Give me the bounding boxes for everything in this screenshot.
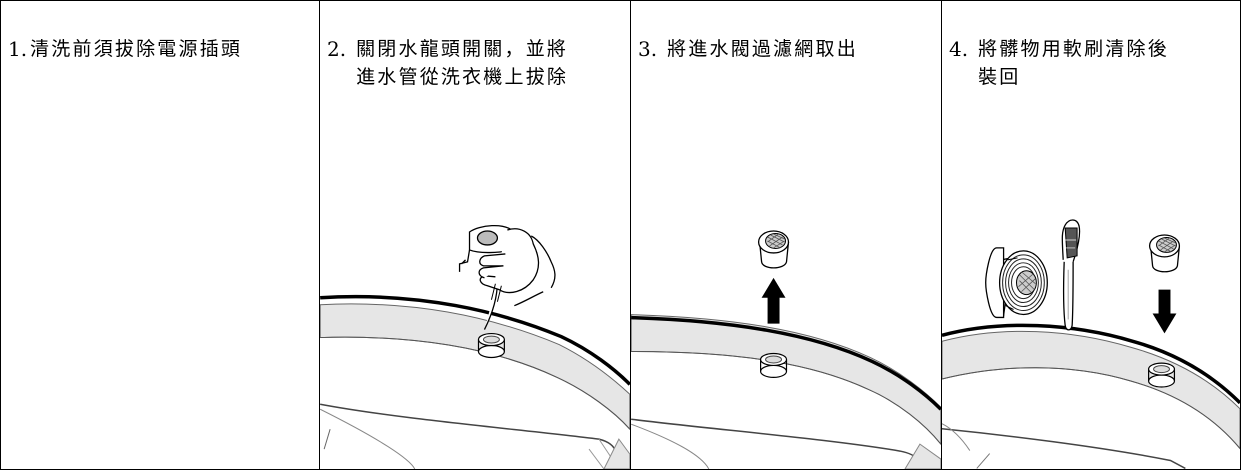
step-caption: 3. 將進水閥過濾網取出 [638, 35, 931, 63]
inlet-filter-screen-icon [757, 230, 790, 269]
step-number: 2. [327, 37, 347, 61]
step-panel-2: 2. 關閉水龍頭開關，並將 進水管從洗衣機上拔除 [319, 0, 630, 470]
step-panel-1: 1. 清洗前須拔除電源插頭 [0, 0, 319, 470]
step-number: 1. [8, 37, 28, 61]
step-text: 將髒物用軟刷清除後 裝回 [978, 38, 1169, 88]
arrow-up-icon [761, 277, 786, 324]
step-caption: 4. 將髒物用軟刷清除後 裝回 [949, 35, 1230, 91]
washer-tub-illustration [320, 225, 630, 469]
step-panel-4: 4. 將髒物用軟刷清除後 裝回 [941, 0, 1241, 470]
inlet-filter-screen-icon [1148, 234, 1181, 273]
step-caption: 2. 關閉水龍頭開關，並將 進水管從洗衣機上拔除 [327, 35, 620, 91]
inlet-valve-icon [1148, 362, 1176, 388]
step-caption: 1. 清洗前須拔除電源插頭 [8, 35, 309, 63]
inlet-valve-icon [760, 352, 788, 378]
step-text: 清洗前須拔除電源插頭 [30, 38, 243, 60]
inlet-valve-icon [477, 332, 505, 359]
step-text: 關閉水龍頭開關，並將 進水管從洗衣機上拔除 [356, 38, 569, 88]
step-number: 3. [638, 37, 658, 61]
step-text: 將進水閥過濾網取出 [667, 38, 858, 60]
soft-brush-icon [1061, 219, 1081, 331]
hand-turning-tap-icon [458, 225, 556, 330]
step-number: 4. [949, 37, 969, 61]
washer-tub-illustration [631, 230, 941, 469]
inlet-valve-icon [985, 247, 1048, 319]
washer-tub-illustration [942, 219, 1240, 469]
step-panel-3: 3. 將進水閥過濾網取出 [630, 0, 941, 470]
arrow-down-icon [1152, 289, 1177, 334]
